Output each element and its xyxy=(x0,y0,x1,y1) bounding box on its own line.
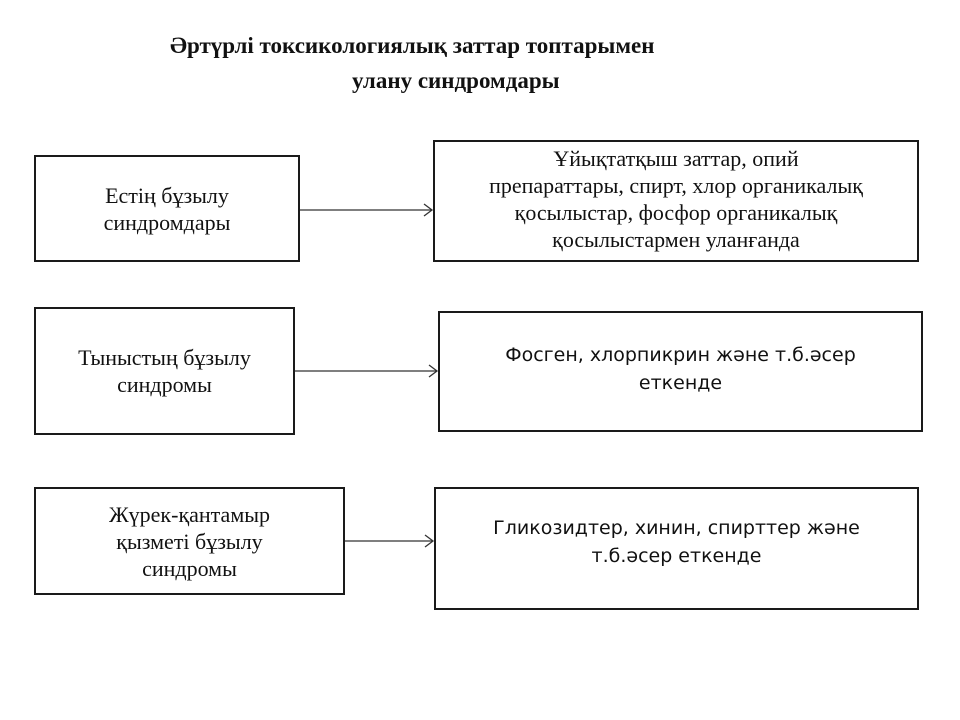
syndrome-label: Жүрек-қантамыр қызметі бұзылу синдромы xyxy=(108,501,271,581)
arrowhead-row-3 xyxy=(424,534,435,548)
syndrome-box-respiratory: Тыныстың бұзылу синдромы xyxy=(34,307,295,435)
title-line-2: улану синдромдары xyxy=(352,68,560,93)
syndrome-box-consciousness: Естің бұзылу синдромдары xyxy=(34,155,300,262)
cause-label: Фосген, хлорпикрин және т.б.әсер еткенде xyxy=(505,343,856,394)
cause-label: Гликозидтер, хинин, спирттер және т.б.әс… xyxy=(493,516,860,567)
cause-box-respiratory: Фосген, хлорпикрин және т.б.әсер еткенде xyxy=(438,311,923,432)
cause-box-consciousness: Ұйықтатқыш заттар, опий препараттары, сп… xyxy=(433,140,919,262)
syndrome-box-cardiovascular: Жүрек-қантамыр қызметі бұзылу синдромы xyxy=(34,487,345,595)
syndrome-label: Тыныстың бұзылу синдромы xyxy=(78,345,251,397)
title-line-1: Әртүрлі токсикологиялық заттар топтарыме… xyxy=(170,33,655,58)
arrowhead-row-1 xyxy=(423,203,434,217)
cause-label: Ұйықтатқыш заттар, опий препараттары, сп… xyxy=(489,146,863,252)
arrowhead-row-2 xyxy=(428,364,439,378)
syndrome-label: Естің бұзылу синдромдары xyxy=(103,182,231,235)
cause-box-cardiovascular: Гликозидтер, хинин, спирттер және т.б.әс… xyxy=(434,487,919,610)
